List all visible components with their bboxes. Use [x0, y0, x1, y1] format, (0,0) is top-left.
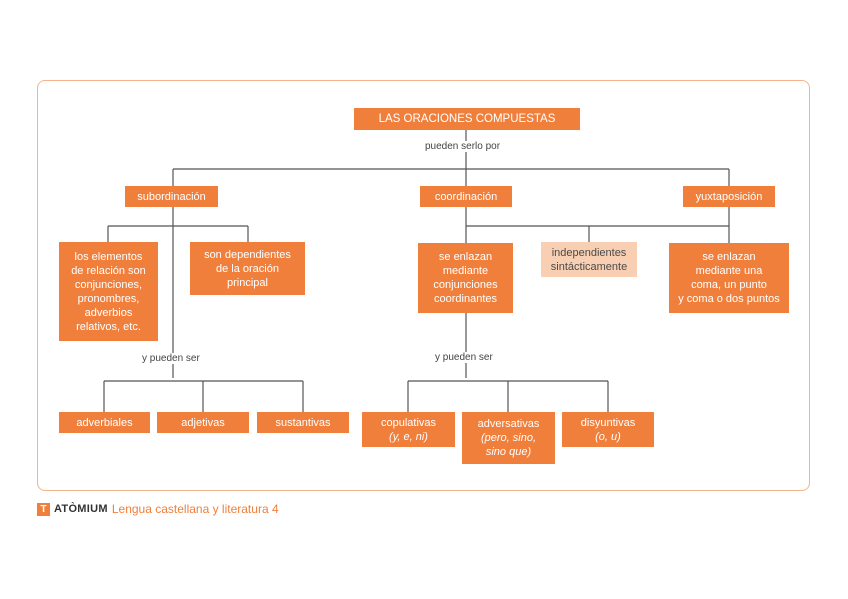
publisher-logo-icon: T	[37, 502, 50, 516]
publisher-logo-letter: T	[40, 503, 47, 515]
subordinacion-elements-node: los elementos de relación son conjuncion…	[59, 242, 158, 341]
subordinacion-elements-text: los elementos de relación son conjuncion…	[71, 250, 146, 333]
root-node: LAS ORACIONES COMPUESTAS	[354, 108, 580, 130]
type-copulativas-node: copulativas (y, e, ni)	[362, 412, 455, 447]
type-adversativas-examples: (pero, sino, sino que)	[480, 432, 536, 458]
diagram-frame	[37, 80, 810, 491]
type-adversativas-node: adversativas (pero, sino, sino que)	[462, 412, 555, 464]
type-disyuntivas-examples: (o, u)	[595, 430, 621, 443]
coordinacion-conjunctions-text: se enlazan mediante conjunciones coordin…	[433, 251, 498, 305]
type-disyuntivas-label: disyuntivas	[580, 416, 636, 429]
yuxtaposicion-punctuation-node: se enlazan mediante una coma, un punto y…	[669, 243, 789, 313]
yuxtaposicion-node: yuxtaposición	[683, 186, 775, 207]
coordinacion-conjunctions-node: se enlazan mediante conjunciones coordin…	[418, 243, 513, 313]
type-copulativas-examples: (y, e, ni)	[389, 430, 428, 443]
subordinacion-dependent-text: son dependientes de la oración principal	[204, 248, 291, 289]
independent-text: independientes sintácticamente	[550, 246, 628, 273]
type-adversativas-label: adversativas	[477, 418, 540, 430]
type-adjetivas-label: adjetivas	[181, 416, 225, 429]
type-sustantivas-node: sustantivas	[257, 412, 349, 433]
footer: T ATÒMIUM Lengua castellana y literatura…	[37, 501, 279, 517]
type-adjetivas-node: adjetivas	[157, 412, 249, 433]
yuxtaposicion-label: yuxtaposición	[695, 190, 763, 203]
type-sustantivas-label: sustantivas	[275, 416, 331, 429]
coordinacion-node: coordinación	[420, 186, 512, 207]
book-title: Lengua castellana y literatura 4	[111, 502, 279, 516]
subordinacion-node: subordinación	[125, 186, 218, 207]
type-adverbiales-label: adverbiales	[76, 416, 133, 429]
subordinacion-label: subordinación	[137, 190, 206, 203]
coordinacion-label: coordinación	[434, 190, 498, 203]
yuxtaposicion-punctuation-text: se enlazan mediante una coma, un punto y…	[678, 251, 780, 305]
type-adverbiales-node: adverbiales	[59, 412, 150, 433]
subordinacion-connector-label: y pueden ser	[140, 353, 202, 364]
type-disyuntivas-node: disyuntivas (o, u)	[562, 412, 654, 447]
coordinacion-connector-label: y pueden ser	[433, 352, 495, 363]
publisher-brand: ATÒMIUM	[54, 503, 108, 515]
subordinacion-dependent-node: son dependientes de la oración principal	[190, 242, 305, 295]
root-connector-label: pueden serlo por	[423, 141, 503, 152]
type-copulativas-label: copulativas	[380, 416, 437, 429]
root-label: LAS ORACIONES COMPUESTAS	[378, 113, 556, 125]
independent-node: independientes sintácticamente	[541, 242, 637, 277]
